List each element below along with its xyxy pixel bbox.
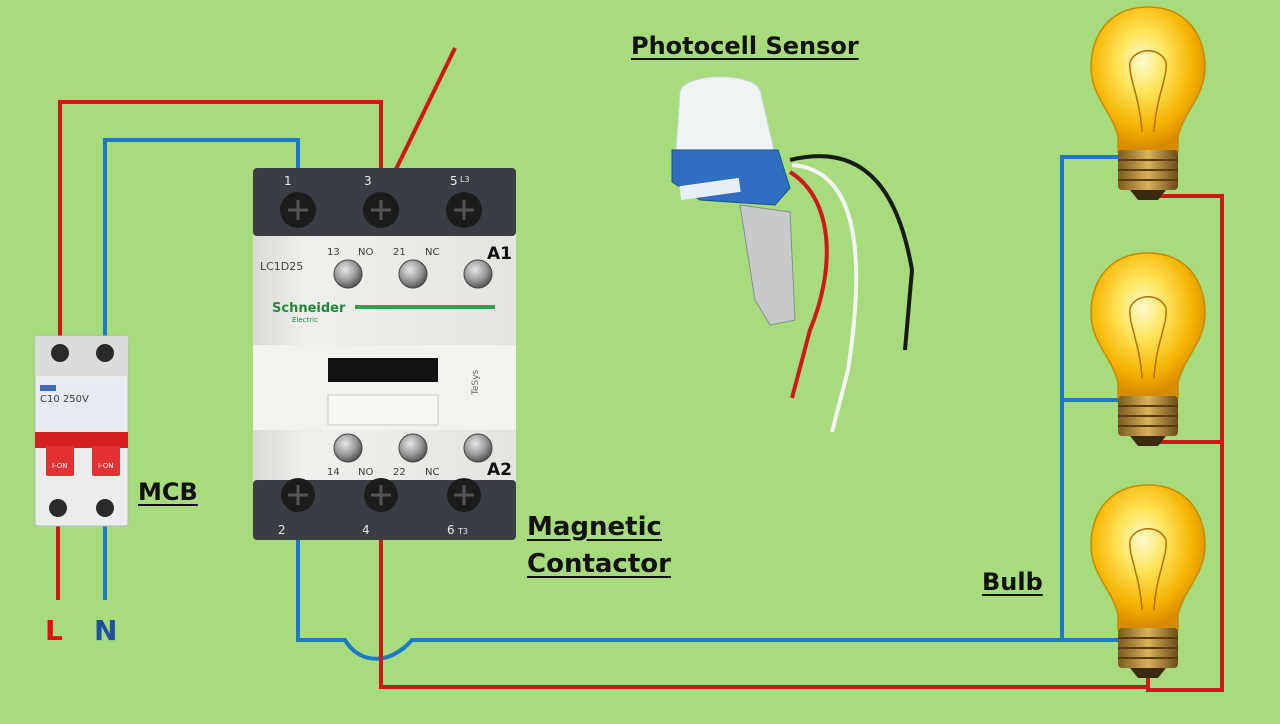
aux-bottom-no: NO xyxy=(358,467,373,478)
contactor-title-line2: Contactor xyxy=(527,549,671,579)
line-label: L xyxy=(45,614,63,647)
live-bulb-bus xyxy=(1146,194,1224,692)
photocell-device xyxy=(671,76,915,433)
contactor-bottom-2: 2 xyxy=(278,523,286,537)
bulb-2 xyxy=(1090,252,1206,447)
contactor-bottom-4: 4 xyxy=(362,523,370,537)
contactor-device: 1 3 5 L3 LC1D25 13 NO 21 NC Schneider El… xyxy=(253,168,516,540)
a1-label: A1 xyxy=(487,244,512,264)
aux-top-nc: NC xyxy=(425,247,439,258)
mcb-on-label-1: I-ON xyxy=(52,462,68,470)
mcb-on-label-2: I-ON xyxy=(98,462,114,470)
contactor-model: LC1D25 xyxy=(260,260,303,273)
contactor-top-5: 5 xyxy=(450,174,458,188)
aux-top-13: 13 xyxy=(327,247,340,258)
bulb-1 xyxy=(1090,6,1206,201)
wires xyxy=(56,47,1224,692)
contactor-bottom-6: 6 xyxy=(447,523,455,537)
live-wire-to-bulbs xyxy=(379,540,1148,689)
bulb-title: Bulb xyxy=(982,568,1043,596)
contactor-top-sub-3: L3 xyxy=(460,175,470,184)
contactor-brand: Schneider xyxy=(272,301,346,316)
neutral-bulb-bus xyxy=(1060,155,1122,640)
contactor-bottom-sub-3: T3 xyxy=(457,527,468,536)
a2-label: A2 xyxy=(487,460,512,480)
bulb-3 xyxy=(1090,484,1206,679)
mcb-device: C10 250V I-ON I-ON xyxy=(34,335,129,527)
aux-bottom-14: 14 xyxy=(327,467,340,478)
aux-bottom-22: 22 xyxy=(393,467,406,478)
contactor-brand-sub: Electric xyxy=(292,316,318,324)
aux-bottom-nc: NC xyxy=(425,467,439,478)
live-wire-mcb-to-contactor xyxy=(58,100,383,350)
contactor-title-line1: Magnetic xyxy=(527,512,662,542)
contactor-side-text: TeSys xyxy=(471,369,481,396)
aux-top-no: NO xyxy=(358,247,373,258)
contactor-top-1: 1 xyxy=(284,174,292,188)
svg-text:C10 250V: C10 250V xyxy=(40,394,89,405)
neutral-label: N xyxy=(94,614,118,647)
mcb-title: MCB xyxy=(138,478,198,506)
neutral-wire-to-bulbs xyxy=(296,540,1120,661)
photocell-title: Photocell Sensor xyxy=(631,32,859,60)
contactor-top-3: 3 xyxy=(364,174,372,188)
aux-top-21: 21 xyxy=(393,247,406,258)
